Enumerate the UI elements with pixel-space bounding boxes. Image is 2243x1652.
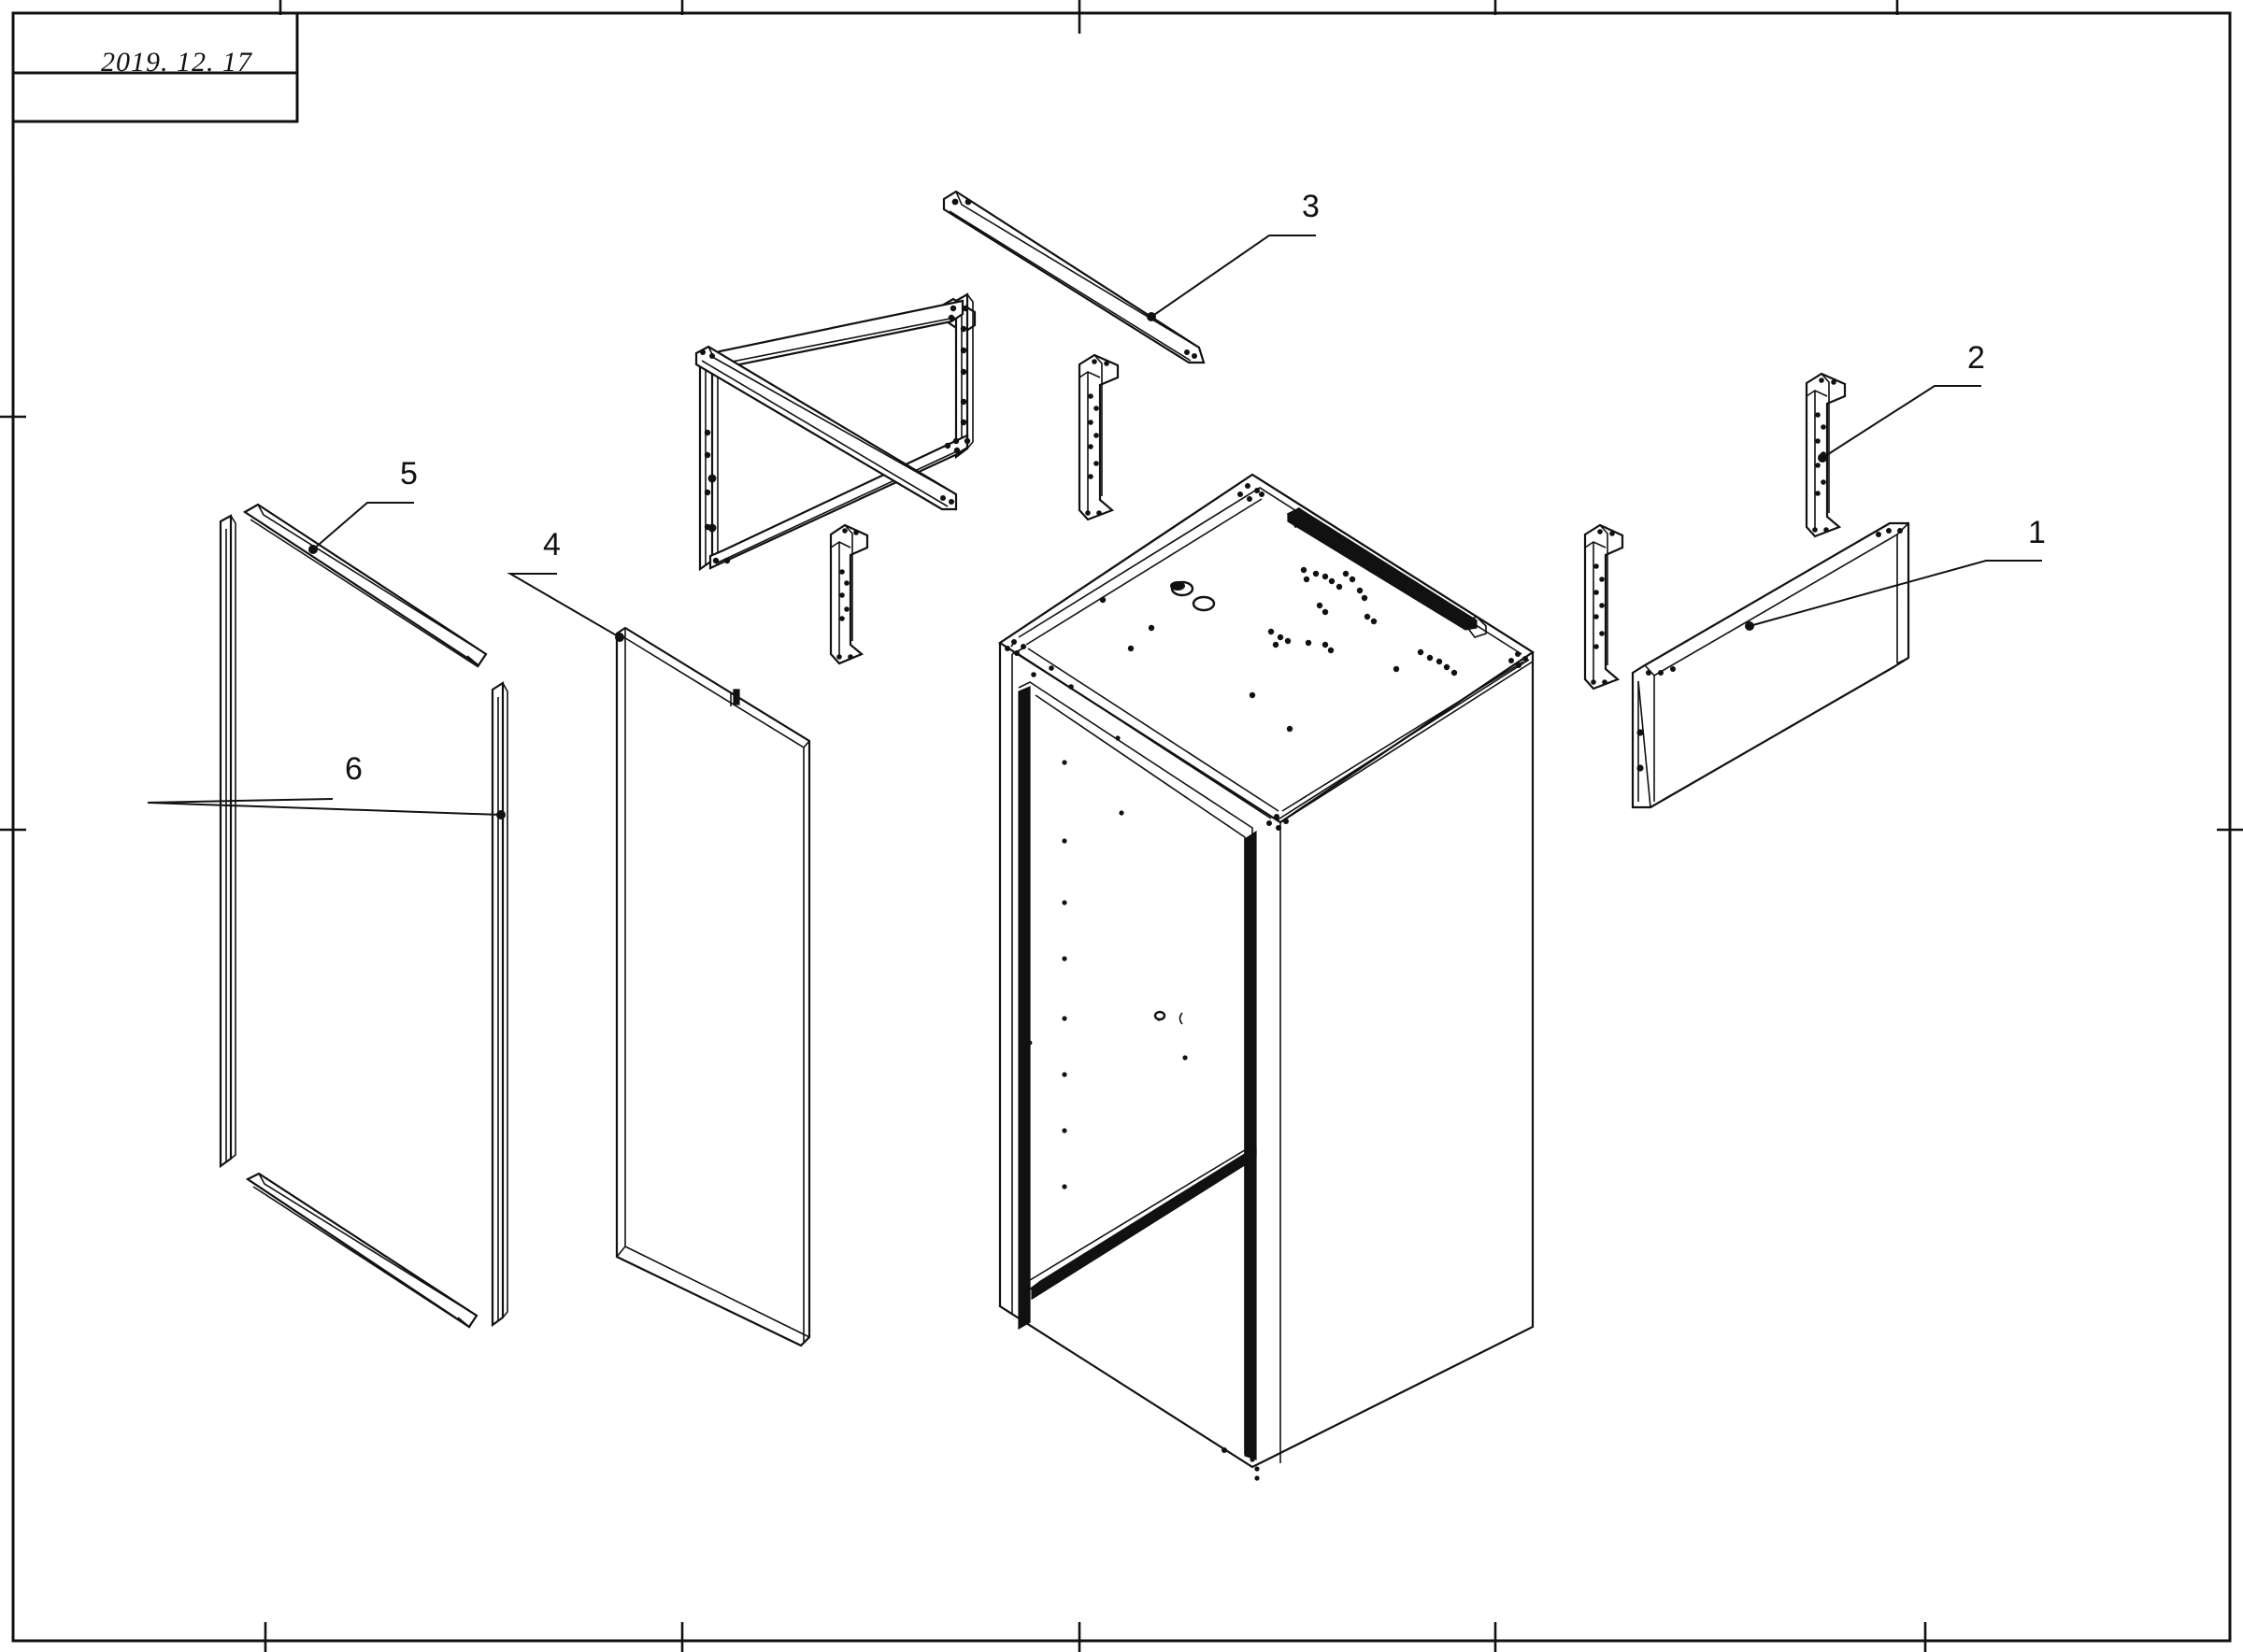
cross-rail-diagonal	[694, 345, 958, 511]
part-5-top-trim-strip	[242, 503, 488, 668]
balloon-label-4[interactable]: 4	[543, 527, 561, 563]
title-block-date: 2019. 12. 17	[101, 47, 252, 78]
balloon-label-2[interactable]: 2	[1967, 340, 1985, 376]
leader-lines	[147, 235, 2042, 819]
part-1-rear-panel	[1631, 521, 1910, 809]
main-cabinet-body	[997, 473, 1536, 1481]
balloon-label-1[interactable]: 1	[2028, 515, 2046, 550]
corner-post-rear-lower	[1583, 523, 1624, 691]
part-6-vertical-trim	[219, 514, 236, 1169]
corner-post-front-right	[1078, 353, 1120, 521]
part-3-top-cross-rail	[942, 190, 1206, 364]
part-6-vertical-trim-b	[491, 680, 508, 1328]
sheet-border	[11, 11, 2232, 1643]
balloon-label-5[interactable]: 5	[400, 456, 418, 491]
title-block	[11, 11, 299, 178]
part-4-side-panel	[615, 626, 811, 1347]
part-5-bottom-trim-strip	[245, 1172, 479, 1329]
balloon-label-3[interactable]: 3	[1302, 189, 1320, 224]
balloon-label-6[interactable]: 6	[345, 751, 363, 787]
corner-post-front-left	[829, 523, 869, 665]
